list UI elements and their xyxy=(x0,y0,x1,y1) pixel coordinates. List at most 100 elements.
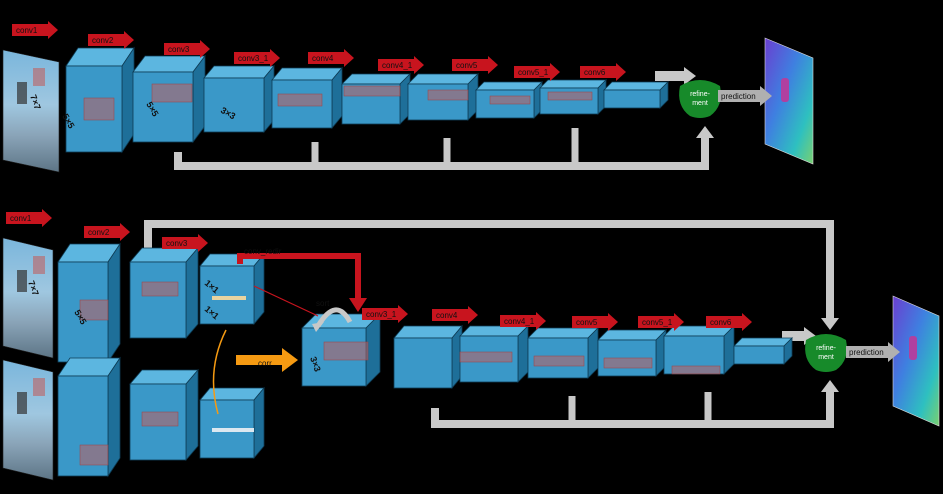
bottom-prediction-image xyxy=(892,295,940,427)
top-prediction-image-chair-flow xyxy=(781,78,789,102)
bottom-block-conv2-b-side xyxy=(185,368,199,462)
bottom-corr-head xyxy=(282,348,298,372)
top-arrow-conv4: conv4 xyxy=(308,49,354,67)
bottom-patch-7 xyxy=(533,355,585,367)
bottom-skip-bus xyxy=(431,392,834,428)
bottom-corr-label: corr xyxy=(258,359,272,368)
top-patch-4 xyxy=(343,85,401,97)
top-arrow-conv4_1-label: conv4_1 xyxy=(382,61,413,70)
bottom-patch-1 xyxy=(79,299,109,321)
bottom-block-conv6 xyxy=(733,337,793,365)
bottom-input-image-2-patch xyxy=(33,378,45,396)
bottom-refinement-node-shape xyxy=(805,334,847,372)
top-input-image-patch xyxy=(33,68,45,86)
bottom-corr-link xyxy=(212,329,227,415)
top-arrow-conv3-label: conv3 xyxy=(168,45,190,54)
top-block-conv3 xyxy=(203,64,275,134)
top-input-image-photo xyxy=(2,49,60,173)
bottom-arrow-conv3: conv3 xyxy=(162,234,208,252)
top-flow-head xyxy=(684,67,696,85)
bottom-arrow-conv6: conv6 xyxy=(706,313,752,331)
bottom-block-conv1-b-side xyxy=(107,356,121,478)
top-arrow-conv6-shape xyxy=(580,63,626,81)
bottom-conv-redir-head xyxy=(349,298,367,312)
bottom-block-conv4-top xyxy=(459,325,529,337)
top-arrow-conv6-label: conv6 xyxy=(584,68,606,77)
top-patch-7 xyxy=(547,91,593,101)
top-arrow-conv1-label: conv1 xyxy=(16,26,38,35)
bottom-block-conv3-1-front xyxy=(393,337,453,389)
bottom-skip-head xyxy=(821,380,839,392)
top-patch-2 xyxy=(151,83,193,103)
top-prediction-arrow: prediction xyxy=(718,86,772,106)
top-arrow-conv3-shape xyxy=(164,40,210,58)
top-arrow-conv1-shape xyxy=(12,21,58,39)
top-block-conv2-front xyxy=(132,71,194,143)
top-prediction-image-map xyxy=(764,37,814,165)
top-block-conv5-1-top xyxy=(539,79,607,89)
bottom-refinement-node: refine-ment xyxy=(805,334,847,372)
bottom-block-conv3-b xyxy=(199,386,265,460)
bottom-kernel-7x7: 7×7 xyxy=(26,279,41,297)
top-refinement-node-label-line: ment xyxy=(692,100,708,107)
bottom-arrow-conv5_1-label: conv5_1 xyxy=(642,318,673,327)
bottom-arrow-conv3-label: conv3 xyxy=(166,239,188,248)
bottom-sort-arrow xyxy=(315,307,353,328)
top-block-conv1-side xyxy=(121,46,135,154)
bottom-block-conv5-top xyxy=(597,329,667,341)
bottom-arrow-conv5_1-shape xyxy=(638,313,684,331)
bottom-prediction-arrow-label: prediction xyxy=(849,348,884,357)
bottom-arrow-conv5-label: conv5 xyxy=(576,318,598,327)
bottom-prediction-arrow-shape xyxy=(846,342,900,362)
top-arrow-conv5_1-shape xyxy=(514,63,560,81)
bottom-arrow-conv4-shape xyxy=(432,306,478,324)
top-block-conv6-top xyxy=(603,81,669,91)
bottom-arrow-conv2-label: conv2 xyxy=(88,228,110,237)
bottom-arrow-conv1-shape xyxy=(6,209,52,227)
bottom-input-image-2-photo xyxy=(2,359,54,481)
top-arrow-conv2-label: conv2 xyxy=(92,36,114,45)
bottom-arrow-conv3_1: conv3_1 xyxy=(362,305,408,323)
bottom-block-conv6-front xyxy=(733,345,785,365)
top-block-conv4-1-top xyxy=(407,73,479,85)
top-block-conv4-1-front xyxy=(407,83,469,121)
bottom-arrow-conv1: conv1 xyxy=(6,209,52,227)
bottom-patch-9 xyxy=(671,365,721,375)
bottom-arrow-conv5-shape xyxy=(572,313,618,331)
labels: conv1 conv2 conv3 conv3_1 conv4 conv4_1 conv5 c… xyxy=(6,21,900,415)
top-patch-1 xyxy=(83,97,115,121)
bottom-arrow-conv5_1: conv5_1 xyxy=(638,313,684,331)
bottom-highlight-bar-b xyxy=(212,428,254,432)
top-arrow-conv3_1-shape xyxy=(234,49,280,67)
bottom-refinement-node-label: refine-ment xyxy=(816,345,837,361)
bottom-arrow-conv3-shape xyxy=(162,234,208,252)
top-prediction-image xyxy=(764,37,814,165)
top-arrow-conv3_1-label: conv3_1 xyxy=(238,54,269,63)
top-arrow-conv5-shape xyxy=(452,56,498,74)
bottom-block-conv4-side xyxy=(517,325,529,383)
bottom-sort-label: sort xyxy=(316,299,330,308)
bottom-highlight-bar-a xyxy=(212,296,246,300)
bottom-block-conv3-1 xyxy=(393,324,463,390)
bottom-block-conv2-a-front xyxy=(129,261,187,339)
bottom-block-conv3-a-front xyxy=(199,265,255,325)
bottom-conv-redir-label: conv_redir xyxy=(244,247,282,256)
bottom-input-image-2 xyxy=(2,359,54,481)
bottom-arrow-conv3_1-label: conv3_1 xyxy=(366,310,397,319)
top-arrow-conv2: conv2 xyxy=(88,31,134,49)
bottom-input-image-1-patch xyxy=(33,256,45,274)
bottom-arrow-conv4: conv4 xyxy=(432,306,478,324)
top-block-conv3-top xyxy=(203,65,275,79)
bottom-block-conv3-a xyxy=(199,252,265,326)
top-block-conv3-front xyxy=(203,77,265,133)
top-input-image-chair xyxy=(17,82,27,104)
bottom-prediction-arrow: prediction xyxy=(846,342,900,362)
top-arrow-conv5_1: conv5_1 xyxy=(514,63,560,81)
top-arrow-conv2-shape xyxy=(88,31,134,49)
top-arrow-conv4_1: conv4_1 xyxy=(378,56,424,74)
top-block-conv6 xyxy=(603,81,669,109)
bottom-block-conv3-b-top xyxy=(199,387,265,401)
bottom-arrow-conv6-label: conv6 xyxy=(710,318,732,327)
bottom-patch-8 xyxy=(603,357,653,369)
